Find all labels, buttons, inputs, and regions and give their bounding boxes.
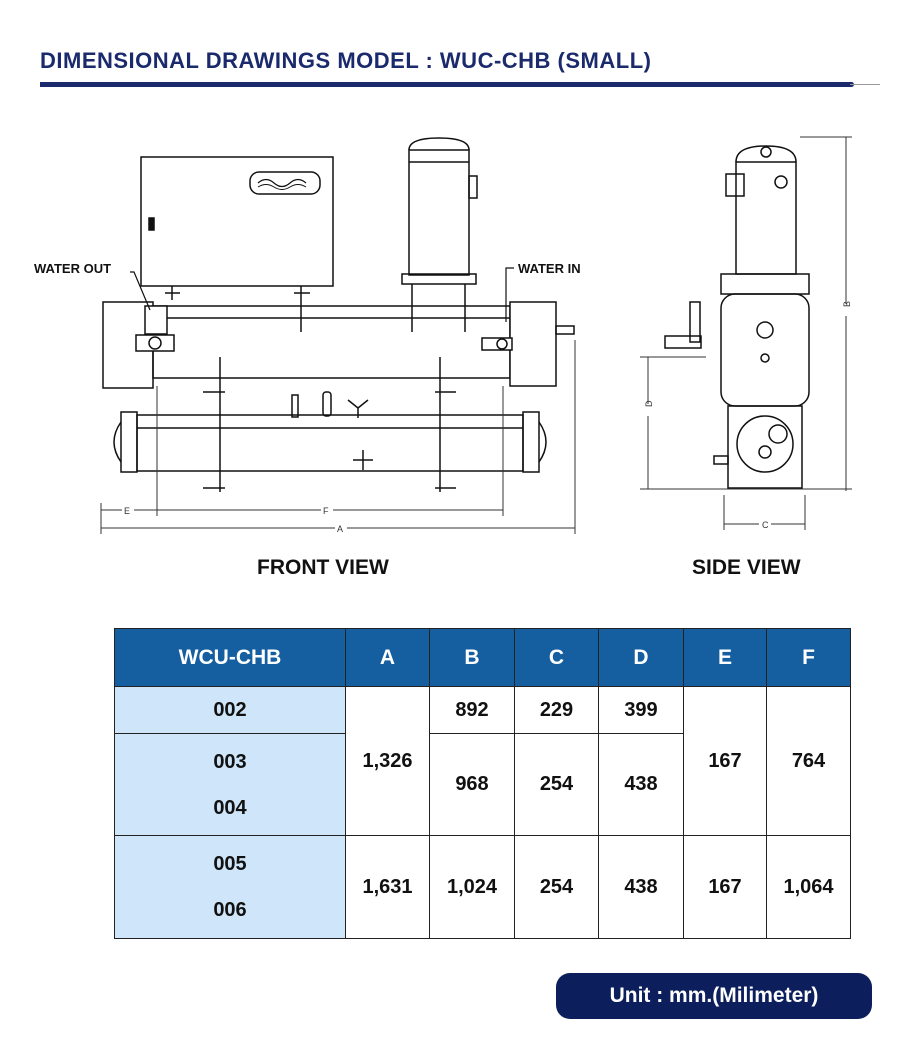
model-number: 006 [213, 899, 247, 921]
control-box [140, 156, 334, 287]
dimensions-table: WCU-CHB A B C D E F 002 1,326 892 229 39… [114, 628, 851, 939]
cell-c: 254 [514, 835, 599, 939]
cell-c: 229 [514, 686, 599, 734]
dim-label-b: B [842, 301, 852, 307]
dim-label-f: F [323, 506, 329, 516]
dim-label-d: D [644, 400, 654, 407]
table-row: 002 1,326 892 229 399 167 764 [114, 686, 851, 836]
unit-badge: Unit : mm.(Milimeter) [556, 973, 872, 1019]
header-c: C [514, 628, 599, 687]
side-view-label: SIDE VIEW [692, 556, 801, 579]
header-d: D [598, 628, 684, 687]
cell-c: 254 [514, 733, 599, 836]
dim-label-a: A [337, 524, 343, 534]
cell-b: 1,024 [429, 835, 515, 939]
evaporator-tube [136, 414, 524, 472]
table-row: 003 004 968 254 438 [114, 733, 851, 836]
dim-label-e: E [124, 506, 130, 516]
model-cell: 002 [114, 686, 346, 734]
cell-e: 167 [683, 835, 767, 939]
right-end-cap [509, 301, 557, 387]
table-header-row: WCU-CHB A B C D E F [114, 628, 851, 687]
header-model: WCU-CHB [114, 628, 346, 687]
cell-f: 1,064 [766, 835, 851, 939]
title-underline-tail [850, 84, 880, 85]
side-compressor [735, 161, 797, 275]
front-view-label: FRONT VIEW [257, 556, 389, 579]
header-a: A [345, 628, 430, 687]
model-number: 002 [213, 699, 247, 721]
cell-b: 892 [429, 686, 515, 734]
page-title: DIMENSIONAL DRAWINGS MODEL : WUC-CHB (SM… [40, 48, 652, 73]
header-f: F [766, 628, 851, 687]
cell-e: 167 [683, 686, 767, 836]
model-cell: 003 004 [114, 733, 346, 836]
side-condenser [720, 293, 810, 407]
control-box-latch [148, 217, 155, 231]
title-underline [40, 82, 854, 87]
table-row: 005 006 1,631 1,024 254 438 167 1,064 [114, 835, 851, 939]
model-number: 003 [213, 750, 247, 773]
model-cell: 005 006 [114, 835, 346, 939]
compressor [408, 149, 470, 276]
water-in-label: WATER IN [518, 261, 581, 276]
front-view-drawing [102, 137, 575, 492]
cell-d: 399 [598, 686, 684, 734]
dimensional-drawing: E F A WATER OUT WATER IN B D C [34, 136, 852, 534]
header-b: B [429, 628, 515, 687]
header-e: E [683, 628, 767, 687]
model-number: 004 [213, 796, 247, 819]
side-evaporator [727, 405, 803, 489]
cell-d: 438 [598, 835, 684, 939]
dim-label-c: C [762, 520, 769, 530]
water-out-label: WATER OUT [34, 261, 111, 276]
cell-f: 764 [766, 686, 851, 836]
brand-logo-plate [249, 171, 321, 195]
cell-d: 438 [598, 733, 684, 836]
model-number: 005 [213, 853, 247, 875]
side-view-drawing [664, 145, 810, 489]
cell-a: 1,326 [345, 686, 430, 836]
condenser-tube [152, 305, 511, 379]
cell-a: 1,631 [345, 835, 430, 939]
cell-b: 968 [429, 733, 515, 836]
